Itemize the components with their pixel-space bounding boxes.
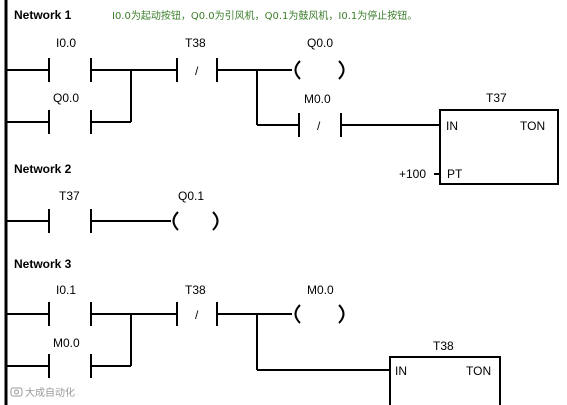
contact-M0.0: M0.0 (48, 336, 92, 378)
coil-label: M0.0 (307, 283, 334, 297)
contact-label: M0.0 (304, 92, 331, 106)
contact-label: I0.0 (56, 36, 76, 50)
coil-Q0.1: Q0.1 (172, 189, 219, 231)
contact-label: T37 (59, 189, 80, 203)
timer-label: T37 (486, 91, 507, 105)
coil-Q0.0: Q0.0 (294, 36, 345, 80)
contact-T37: T37 (48, 189, 92, 233)
timer-type-label: TON (520, 119, 545, 133)
timer-in-label: IN (446, 119, 458, 133)
network-1-comment: I0.0为起动按钮，Q0.0为引风机，Q0.1为鼓风机，I0.1为停止按钮。 (112, 9, 417, 22)
network-2: Network 2 T37 Q0.1 (6, 162, 219, 233)
camera-icon (10, 387, 23, 397)
coil-M0.0: M0.0 (294, 283, 345, 324)
network-1-title: Network 1 (14, 8, 72, 22)
contact-I0.0: I0.0 (48, 36, 92, 82)
timer-label: T38 (433, 339, 454, 353)
negated-contact-T38: / T38 (176, 36, 218, 82)
network-1: Network 1 I0.0为起动按钮，Q0.0为引风机，Q0.1为鼓风机，I0… (6, 8, 559, 185)
contact-label: T38 (185, 36, 206, 50)
contact-label: M0.0 (53, 336, 80, 350)
negated-contact-T38: / T38 (176, 283, 218, 326)
negated-contact-M0.0: / M0.0 (298, 92, 342, 137)
timer-block-T37: T37 IN TON PT +100 (399, 91, 559, 185)
negation-mark: / (317, 119, 321, 133)
contact-Q0.0: Q0.0 (48, 91, 92, 134)
negation-mark: / (195, 64, 199, 78)
negation-mark: / (195, 308, 199, 322)
coil-label: Q0.0 (307, 36, 333, 50)
timer-pt-label: PT (447, 167, 463, 181)
network-3-title: Network 3 (14, 257, 72, 271)
timer-type-label: TON (466, 364, 491, 378)
timer-preset-value: +100 (399, 167, 426, 181)
watermark-text: 大成自动化 (25, 386, 75, 399)
contact-label: T38 (185, 283, 206, 297)
timer-block-T38: T38 IN TON (389, 339, 501, 405)
contact-label: Q0.0 (53, 91, 79, 105)
watermark: 大成自动化 (10, 386, 75, 399)
contact-label: I0.1 (56, 283, 76, 297)
contact-I0.1: I0.1 (48, 283, 92, 326)
coil-label: Q0.1 (178, 189, 204, 203)
network-3: Network 3 I0.1 M0.0 / T38 (6, 257, 501, 405)
timer-in-label: IN (395, 364, 407, 378)
network-2-title: Network 2 (14, 162, 72, 176)
